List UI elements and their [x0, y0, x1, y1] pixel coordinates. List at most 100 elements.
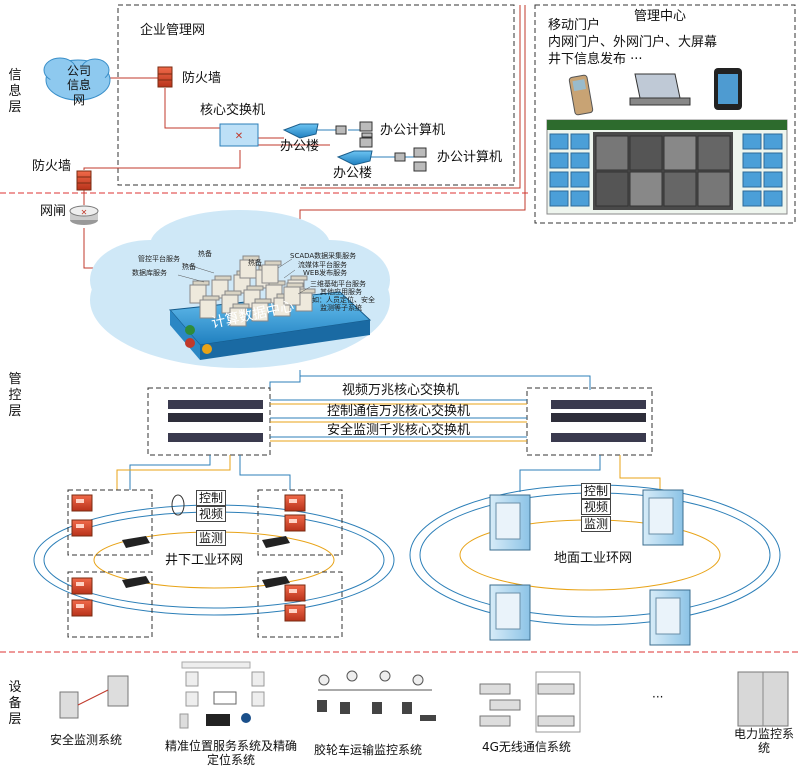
company-net-label: 公司信息网 [66, 64, 91, 107]
wall-tile-right [742, 152, 762, 169]
server-top [192, 280, 210, 286]
company-cloud-icon [43, 57, 111, 101]
safety-monitor-devices [59, 675, 129, 719]
system-label-power: 电力监控系统 [734, 727, 795, 756]
surface-ring-label: 地面工业环网 [554, 551, 633, 566]
firewall-top-label: 防火墙 [182, 71, 222, 86]
dc-label-10: 如：人员定位、安全 [312, 296, 375, 304]
position-devices [179, 661, 265, 729]
mgmt-center-line-3: 井下信息发布 ··· [548, 52, 643, 67]
office-switch-icon [282, 123, 373, 166]
server-top [298, 288, 316, 294]
server-top [290, 275, 308, 281]
core-switch-rack-right [526, 387, 653, 456]
wall-tile-center [663, 171, 697, 207]
enterprise-network-title: 企业管理网 [140, 23, 206, 38]
wall-tile-left [570, 152, 590, 169]
wall-tile-right [742, 133, 762, 150]
datacenter-platform [169, 291, 372, 360]
layer-label-device: 设备层 [8, 680, 22, 727]
red-switch-panel [289, 609, 297, 613]
cabinet-door [648, 497, 674, 535]
mgmt-center-line-2: 内网门户、外网门户、大屏幕 [548, 35, 718, 50]
laptop-icon [629, 73, 691, 106]
server-top [232, 303, 250, 309]
red-switch-panel [76, 524, 84, 528]
dc-label-3: 热备 [182, 263, 196, 271]
wall-tile-right [763, 133, 783, 150]
server-top [242, 255, 260, 261]
layer-label-info: 信息层 [8, 68, 22, 115]
ring-tag-monitor-left: 监测 [196, 530, 227, 546]
wall-tile-left [570, 171, 590, 188]
server-top [264, 260, 282, 266]
office-pc-icon [335, 121, 427, 172]
wall-tile-center [697, 171, 731, 207]
dc-label-0: 管控平台服务 [138, 255, 180, 263]
wireless-devices [479, 671, 581, 733]
video-wall-icon [546, 119, 788, 215]
system-label-position: 精准位置服务系统及精确定位系统 [165, 739, 298, 768]
wall-tile-left [549, 190, 569, 207]
core-uplinks [269, 370, 591, 390]
system-label-rubber: 胶轮车运输监控系统 [314, 743, 423, 757]
dc-label-5: SCADA数据采集服务 [290, 252, 357, 260]
server-top [224, 290, 242, 296]
wall-tile-left [549, 152, 569, 169]
wall-tile-right [742, 171, 762, 188]
wall-tile-center [629, 171, 663, 207]
wall-tile-center [595, 171, 629, 207]
datacenter-leds [185, 325, 212, 354]
gateway-icon: ✕ [69, 205, 99, 225]
wall-tile-right [763, 171, 783, 188]
svg-text:✕: ✕ [81, 208, 88, 217]
ring-tag-video-right: 视频 [581, 499, 612, 515]
dc-label-11: 监测等子系统 [320, 304, 362, 312]
cabinet-door [495, 502, 521, 540]
server-top [254, 298, 272, 304]
core-interlinks [270, 399, 527, 442]
system-ellipsis: ··· [652, 690, 664, 704]
dc-label-9: 其他应用服务 [320, 288, 362, 296]
datacenter-leader-lines [177, 258, 311, 295]
wall-tile-center [595, 135, 629, 171]
mgmt-center-title: 管理中心 [634, 9, 687, 24]
mgmt-center-line-1: 移动门户 [548, 18, 601, 33]
wall-tile-right [763, 152, 783, 169]
wall-tile-center [663, 135, 697, 171]
firewall-icon [157, 66, 173, 88]
system-label-wireless: 4G无线通信系统 [482, 740, 571, 754]
firewall-left-label: 防火墙 [32, 159, 72, 174]
red-switch-panel [289, 519, 297, 523]
tablet-icon [714, 68, 742, 110]
underground-node-boxes [67, 489, 343, 638]
red-switch-panel [289, 589, 297, 593]
firewall-left-icon [76, 170, 92, 191]
layer-label-control: 管控层 [8, 372, 22, 419]
cabinet-door [655, 597, 681, 635]
server-top [246, 285, 264, 291]
underground-switch-icons [71, 494, 306, 622]
wall-tile-left [549, 171, 569, 188]
office-building-label-1: 办公楼 [280, 139, 320, 154]
mobile-phone-icon [568, 74, 594, 116]
core-switch-rack-left [147, 387, 271, 456]
dc-label-2: 数据库服务 [132, 269, 167, 277]
datacenter-servers [189, 255, 316, 327]
rubber-vehicle-devices [317, 670, 436, 721]
wall-tile-left [549, 133, 569, 150]
server-top [214, 275, 232, 281]
ring-tag-video-left: 视频 [196, 506, 227, 522]
ring-tag-monitor-right: 监测 [581, 516, 612, 532]
server-top [202, 295, 220, 301]
surface-cabinet-icons [489, 489, 691, 646]
wall-tile-center [629, 135, 663, 171]
system-label-safety: 安全监测系统 [50, 733, 123, 747]
wall-tile-center [697, 135, 731, 171]
office-building-label-2: 办公楼 [333, 166, 373, 181]
dc-label-8: 三维基础平台服务 [310, 280, 366, 288]
red-switch-panel [76, 604, 84, 608]
underground-black-switch-icons [122, 536, 290, 588]
red-switch-panel [76, 582, 84, 586]
